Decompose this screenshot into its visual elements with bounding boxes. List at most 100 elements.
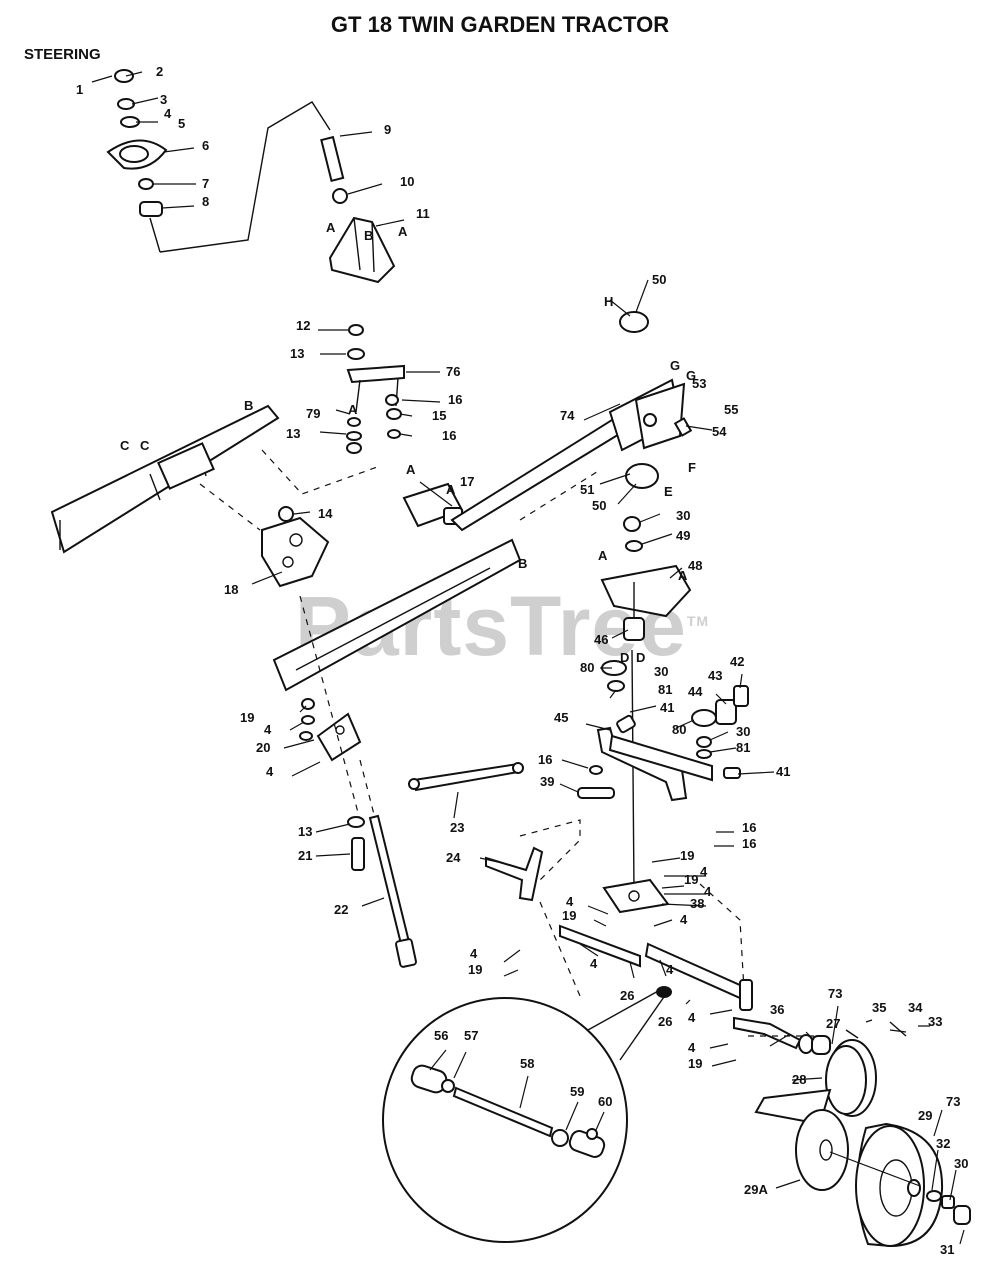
steering-shaft <box>347 814 417 968</box>
callout-4b: 4 <box>264 722 272 737</box>
callout-28: 28 <box>792 1072 806 1087</box>
watermark-tm: TM <box>686 613 710 629</box>
callout-2: 2 <box>156 64 163 79</box>
callout-42: 42 <box>730 654 744 669</box>
ref-G-1: G <box>670 358 680 373</box>
callout-29A: 29A <box>744 1182 768 1197</box>
callout-31: 31 <box>940 1242 954 1257</box>
ref-A-7: A <box>348 402 358 417</box>
callout-41a: 41 <box>660 700 674 715</box>
callout-16e: 16 <box>742 836 756 851</box>
callout-4: 4 <box>164 106 172 121</box>
callout-32: 32 <box>936 1136 950 1151</box>
callout-17: 17 <box>460 474 474 489</box>
callout-1: 1 <box>76 82 83 97</box>
callout-80a: 80 <box>580 660 594 675</box>
callout-16d: 16 <box>742 820 756 835</box>
callout-80b: 80 <box>672 722 686 737</box>
callout-41b: 41 <box>776 764 790 779</box>
reference-letters: A A A A A A A B B B C C D D E F G G H <box>120 220 696 665</box>
callout-36: 36 <box>770 1002 784 1017</box>
callout-19a: 19 <box>240 710 254 725</box>
leader-lines <box>91 71 965 1245</box>
callout-4h: 4 <box>688 1040 696 1055</box>
callout-15: 15 <box>432 408 446 423</box>
callout-26a: 26 <box>620 988 634 1003</box>
callout-6: 6 <box>202 138 209 153</box>
callout-7: 7 <box>202 176 209 191</box>
callout-50b: 50 <box>592 498 606 513</box>
callout-4i: 4 <box>700 864 708 879</box>
callout-50a: 50 <box>652 272 666 287</box>
ref-H: H <box>604 294 613 309</box>
callout-81a: 81 <box>658 682 672 697</box>
callout-16c: 16 <box>538 752 552 767</box>
callout-79: 79 <box>306 406 320 421</box>
ref-A-2: A <box>398 224 408 239</box>
callout-4f: 4 <box>666 962 674 977</box>
callout-26b: 26 <box>658 1014 672 1029</box>
ref-F: F <box>688 460 696 475</box>
callout-19d: 19 <box>680 848 694 863</box>
callout-30c: 30 <box>736 724 750 739</box>
callout-30a: 30 <box>676 508 690 523</box>
callout-4c: 4 <box>470 946 478 961</box>
callout-27: 27 <box>826 1016 840 1031</box>
callout-22: 22 <box>334 902 348 917</box>
callout-58: 58 <box>520 1056 534 1071</box>
magnified-inset <box>382 986 672 1243</box>
ref-D-1: D <box>620 650 629 665</box>
axle-tube-upper <box>450 311 693 532</box>
ref-A-1: A <box>326 220 336 235</box>
ref-A-5: A <box>598 548 608 563</box>
callout-21: 21 <box>298 848 312 863</box>
callout-76: 76 <box>446 364 460 379</box>
callout-labels: 1 2 3 4 5 6 7 8 9 10 11 12 13 13 13 14 1… <box>76 64 968 1257</box>
callout-33: 33 <box>928 1014 942 1029</box>
callout-12: 12 <box>296 318 310 333</box>
callout-23: 23 <box>450 820 464 835</box>
ref-B-3: B <box>364 228 373 243</box>
front-axle <box>577 685 749 802</box>
callout-19c: 19 <box>562 908 576 923</box>
callout-4g: 4 <box>688 1010 696 1025</box>
ref-A-6: A <box>678 568 688 583</box>
callout-54: 54 <box>712 424 727 439</box>
ref-E: E <box>664 484 673 499</box>
callout-46: 46 <box>594 632 608 647</box>
callout-56: 56 <box>434 1028 448 1043</box>
callout-4d: 4 <box>566 894 574 909</box>
callout-53: 53 <box>692 376 706 391</box>
callout-5: 5 <box>178 116 185 131</box>
callout-4e: 4 <box>590 956 598 971</box>
ref-D-2: D <box>636 650 645 665</box>
callout-16a: 16 <box>448 392 462 407</box>
callout-13b: 13 <box>286 426 300 441</box>
callout-59: 59 <box>570 1084 584 1099</box>
callout-51: 51 <box>580 482 594 497</box>
callout-4k: 4 <box>680 912 688 927</box>
diagram-title: GT 18 TWIN GARDEN TRACTOR <box>330 12 670 37</box>
wheel-assembly <box>748 1021 971 1248</box>
callout-81b: 81 <box>736 740 750 755</box>
callout-24: 24 <box>446 850 461 865</box>
callout-19f: 19 <box>688 1056 702 1071</box>
callout-49: 49 <box>676 528 690 543</box>
pivot-column <box>600 516 717 891</box>
callout-3: 3 <box>160 92 167 107</box>
callout-60: 60 <box>598 1094 612 1109</box>
ref-A-4: A <box>446 482 456 497</box>
frame-rails <box>50 404 522 692</box>
callout-45: 45 <box>554 710 568 725</box>
callout-13a: 13 <box>290 346 304 361</box>
callout-11: 11 <box>416 206 430 221</box>
callout-8: 8 <box>202 194 209 209</box>
steering-wheel-group <box>106 69 396 284</box>
tie-rod-assembly <box>485 819 802 1050</box>
callout-13c: 13 <box>298 824 312 839</box>
callout-57: 57 <box>464 1028 478 1043</box>
callout-74: 74 <box>560 408 575 423</box>
ref-G-2: G <box>686 368 696 383</box>
drag-link <box>299 595 524 901</box>
